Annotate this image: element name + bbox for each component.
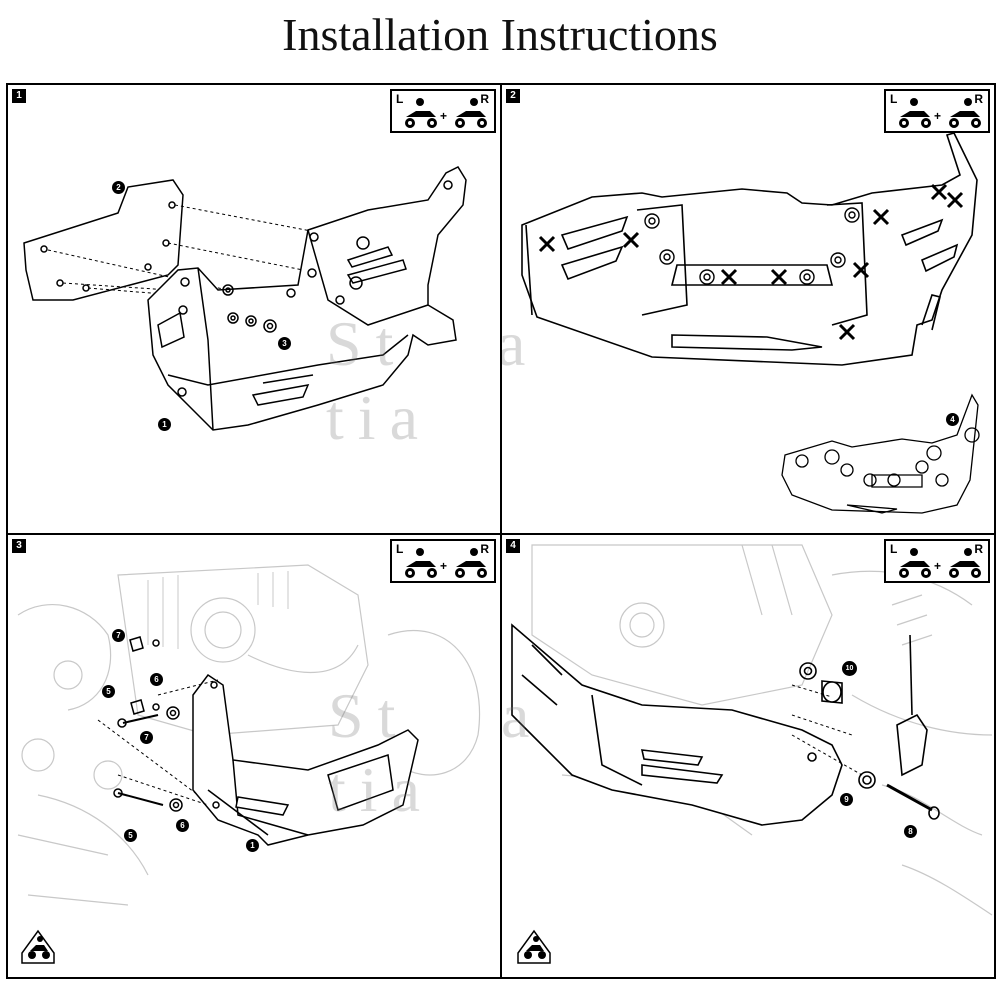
callout-part-6: 6 (150, 673, 163, 686)
watermark: St tia (502, 680, 544, 751)
callout-part-5: 5 (102, 685, 115, 698)
step-number-4: 4 (506, 539, 520, 553)
orientation-badge: L R + (884, 539, 990, 583)
right-side-label: R (974, 542, 983, 556)
step-2-panel: 2 L R + 4 St tia (502, 85, 994, 535)
step-1-illustration (23, 166, 467, 431)
callout-part-5: 5 (124, 829, 137, 842)
callout-part-1: 1 (246, 839, 259, 852)
step-4-panel: 4 L R + 10 9 8 St tia (502, 535, 994, 977)
step-4-illustration (511, 544, 993, 916)
rider-corner-icon (517, 929, 551, 964)
instructions-frame: 1 L R + 2 3 1 St tia (6, 83, 996, 979)
callout-part-7: 7 (112, 629, 125, 642)
callout-part-4: 4 (946, 413, 959, 426)
rider-corner-icon (21, 929, 55, 964)
motorcycle-rider-icon (405, 98, 487, 128)
left-side-label: L (890, 542, 898, 556)
callout-part-9: 9 (840, 793, 853, 806)
motorcycle-rider-icon (405, 548, 487, 578)
orientation-badge: L R + (390, 539, 496, 583)
plus-sign: + (934, 109, 942, 123)
callout-part-7: 7 (140, 731, 153, 744)
callout-part-2: 2 (112, 181, 125, 194)
step-2-illustration (521, 132, 980, 514)
callout-part-8: 8 (904, 825, 917, 838)
left-side-label: L (396, 542, 404, 556)
step-number-1: 1 (12, 89, 26, 103)
watermark: St tia (328, 680, 434, 825)
plus-sign: + (934, 559, 942, 573)
plus-sign: + (440, 559, 448, 573)
step-number-3: 3 (12, 539, 26, 553)
callout-part-6: 6 (176, 819, 189, 832)
step-number-2: 2 (506, 89, 520, 103)
page-title: Installation Instructions (282, 9, 718, 60)
orientation-badge: L R + (390, 89, 496, 133)
motorcycle-rider-icon (899, 98, 981, 128)
callout-part-1: 1 (158, 418, 171, 431)
orientation-badge: L R + (884, 89, 990, 133)
step-3-illustration (17, 564, 481, 906)
callout-part-10: 10 (842, 661, 857, 676)
watermark: St tia (502, 307, 539, 381)
left-side-label: L (890, 92, 898, 106)
motorcycle-rider-icon (899, 548, 981, 578)
callout-part-3: 3 (278, 337, 291, 350)
left-side-label: L (396, 92, 404, 106)
right-side-label: R (480, 92, 489, 106)
watermark: St tia (326, 308, 432, 453)
step-1-panel: 1 L R + 2 3 1 St tia (8, 85, 502, 535)
right-side-label: R (480, 542, 489, 556)
right-side-label: R (974, 92, 983, 106)
plus-sign: + (440, 109, 448, 123)
step-3-panel: 3 L R + 7 5 6 7 5 6 1 St tia (8, 535, 502, 977)
